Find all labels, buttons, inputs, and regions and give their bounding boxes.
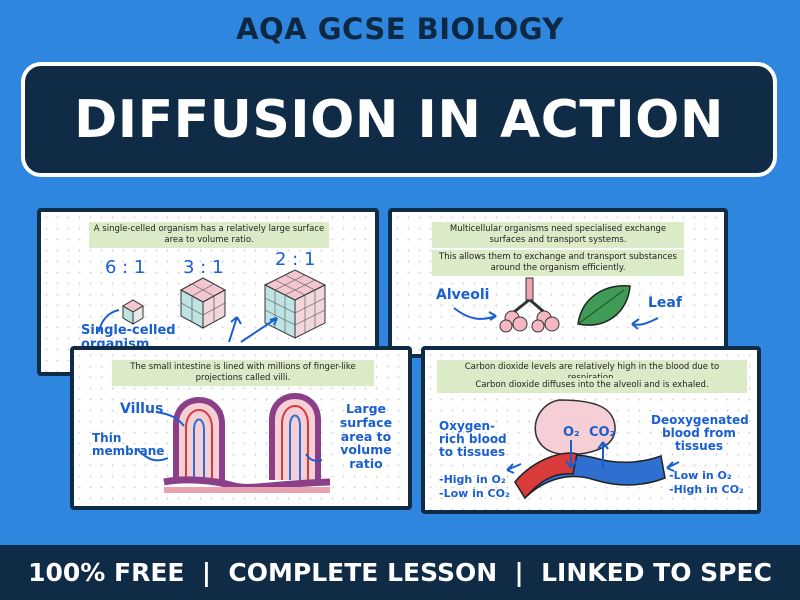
slide-preview-alveoli-gas-exchange: Carbon dioxide levels are relatively hig… xyxy=(421,346,761,514)
footer-bar: 100% FREE | COMPLETE LESSON | LINKED TO … xyxy=(0,545,800,600)
slide-caption-2: Carbon dioxide diffuses into the alveoli… xyxy=(437,378,747,393)
slide-preview-villi: The small intestine is lined with millio… xyxy=(70,346,412,510)
cube-diagram xyxy=(98,269,327,343)
leaf-label: Leaf xyxy=(648,295,682,311)
slide-preview-exchange-surfaces: Multicellular organisms need specialised… xyxy=(388,208,728,358)
deoxygenated-title: Deoxygenated blood from tissues xyxy=(651,413,749,454)
gas-o2-label: O₂ xyxy=(563,425,580,440)
ratio-label-1: 6 : 1 xyxy=(105,257,146,278)
deoxygenated-item-1: -Low in O₂ xyxy=(669,469,732,482)
slide-preview-surface-area: A single-celled organism has a relativel… xyxy=(37,208,379,376)
slide-caption-1: Multicellular organisms need specialised… xyxy=(432,222,684,248)
alveoli-label: Alveoli xyxy=(436,287,490,303)
surface-area-label: Large surface area to volume ratio xyxy=(339,401,393,471)
title-banner: DIFFUSION IN ACTION xyxy=(21,62,777,177)
villus-label: Villus xyxy=(120,401,164,417)
oxygen-rich-title: Oxygen-rich blood to tissues xyxy=(439,419,507,460)
alveoli-leaf-diagram xyxy=(453,277,659,333)
gas-exchange-diagram xyxy=(506,399,680,500)
slide-caption-2: This allows them to exchange and transpo… xyxy=(432,250,684,276)
gas-co2-label: CO₂ xyxy=(589,425,616,440)
page-title: DIFFUSION IN ACTION xyxy=(74,89,724,150)
oxygen-rich-item-1: -High in O₂ xyxy=(439,473,506,486)
slide-caption: A single-celled organism has a relativel… xyxy=(89,222,329,248)
subtitle: AQA GCSE BIOLOGY xyxy=(236,12,564,46)
ratio-label-2: 3 : 1 xyxy=(183,257,224,278)
ratio-label-3: 2 : 1 xyxy=(275,249,316,270)
footer-text: 100% FREE | COMPLETE LESSON | LINKED TO … xyxy=(28,558,772,587)
deoxygenated-item-2: -High in CO₂ xyxy=(669,483,744,496)
oxygen-rich-item-2: -Low in CO₂ xyxy=(439,487,510,500)
villi-diagram xyxy=(137,393,331,493)
slide-caption: The small intestine is lined with millio… xyxy=(112,360,374,386)
membrane-label: Thin membrane xyxy=(92,431,165,459)
